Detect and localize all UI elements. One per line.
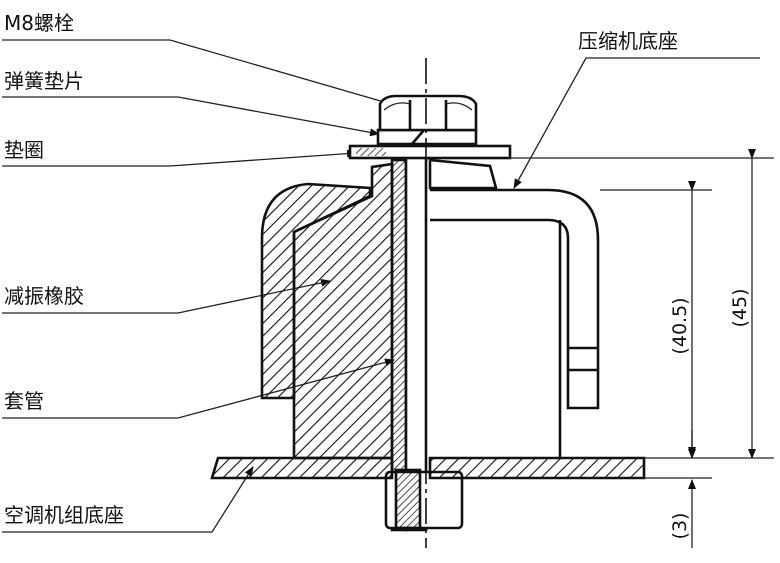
label-washer: 垫圈 [4, 138, 44, 162]
dim-40-5: (40.5) [669, 297, 691, 354]
dim-3: (3) [669, 513, 691, 540]
leader-compressor-base [513, 57, 760, 189]
leader-washer [2, 149, 357, 167]
washer [348, 144, 512, 160]
spring-washer [376, 128, 478, 146]
bolt-head-chamfer-1 [383, 102, 411, 111]
bolt-head [378, 94, 478, 132]
leader-unit-base [2, 466, 254, 533]
label-sleeve: 套管 [4, 389, 44, 413]
label-spring-washer: 弹簧垫片 [4, 69, 84, 93]
label-compressor-base: 压缩机底座 [578, 29, 678, 53]
dim-45: (45) [729, 288, 751, 327]
compressor-bracket-side [430, 188, 600, 410]
spring-washer-split [411, 129, 425, 145]
label-unit-base: 空调机组底座 [4, 503, 124, 527]
label-bolt: M8螺栓 [4, 11, 74, 35]
leader-spring-washer [2, 96, 380, 137]
leader-bolt [2, 39, 392, 106]
compressor-bracket-section [260, 182, 372, 400]
bolt-head-chamfer-2 [445, 102, 473, 111]
washer-hatch [356, 148, 386, 156]
unit-base-plate-left [210, 456, 394, 480]
unit-base-plate-right [428, 456, 646, 480]
sleeve-lower [394, 468, 422, 530]
bracket-top-ring [428, 158, 498, 190]
label-rubber: 减振橡胶 [4, 284, 84, 308]
